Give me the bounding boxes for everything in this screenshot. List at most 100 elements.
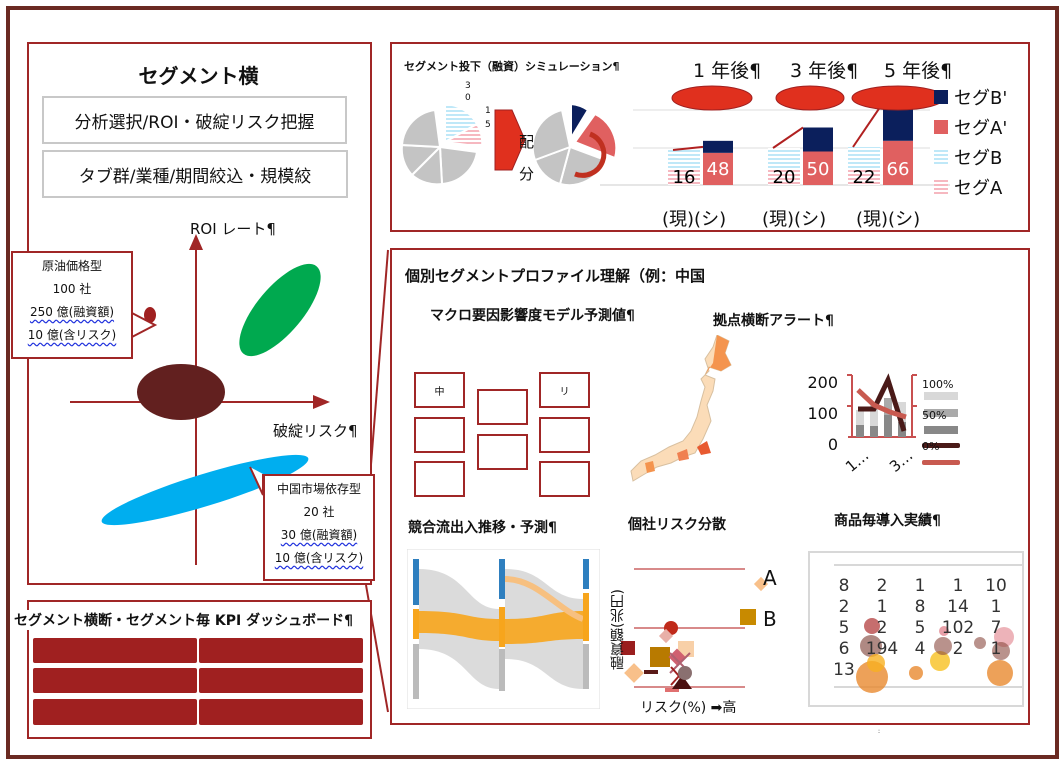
simulation-legend: セグB' セグA' セグB セグA (934, 84, 1007, 204)
growth-line (672, 145, 704, 151)
macro-box[interactable] (477, 434, 528, 470)
alert-line-dark (858, 373, 907, 432)
macro-box-risk[interactable]: リ (539, 372, 590, 408)
segment-profile-title: 個別セグメントプロファイル理解（例：中国 (405, 267, 706, 285)
risk-x-label: リスク(%) ➡高 (640, 700, 737, 716)
kpi-dashboard-title: セグメント横断・セグメント毎 KPI ダッシュボード¶ (14, 610, 353, 630)
bar-labels-5y: (現)(シ) (856, 205, 920, 231)
macro-box-china[interactable]: 中 (414, 372, 465, 408)
pie-label-digit: 1 (485, 106, 491, 116)
callout-china-segment: 中国市場依存型 20 社 30 億(融資額) 10 億(含リスク) (263, 474, 375, 581)
product-number: 2 (877, 618, 888, 638)
callout-china-name: 中国市場依存型 (276, 482, 361, 496)
bar-sim-segA[interactable] (703, 152, 733, 185)
risk-legend-b: B (763, 607, 777, 631)
product-number: 10 (985, 576, 1007, 596)
kpi-tile-5[interactable] (33, 699, 197, 725)
competitor-flow-sankey[interactable] (407, 549, 600, 709)
product-number: 102 (942, 618, 974, 638)
kpi-tile-4[interactable] (199, 668, 363, 693)
macro-box[interactable] (414, 417, 465, 453)
segment-bubble-oil[interactable] (144, 307, 156, 323)
simulation-title: セグメント投下（融資）シミュレーション¶ (404, 60, 620, 73)
product-number: 2 (953, 639, 964, 659)
roi-risk-plot (70, 234, 335, 565)
bar-current-segB[interactable] (768, 148, 800, 170)
bar-sim-segB[interactable] (703, 140, 733, 153)
period-label-1y: 1 年後¶ (693, 60, 762, 82)
bar-value-sim: 66 (887, 159, 910, 180)
alert-chart (847, 373, 960, 465)
risk-y-label: 融資額(兆円) (610, 589, 626, 671)
product-number: 1 (915, 576, 926, 596)
bar-value-current: 16 (673, 167, 696, 188)
filter-button[interactable]: タブ群/業種/期間絞込・規模絞 (42, 150, 348, 198)
bar-label-current: (現) (662, 209, 695, 230)
kpi-tile-1[interactable] (33, 638, 197, 663)
segment-bubble-green[interactable] (226, 252, 335, 369)
bar-current-segB[interactable] (848, 147, 880, 170)
product-number: 5 (839, 618, 850, 638)
product-number: 2 (877, 576, 888, 596)
tick-label: 0% (922, 440, 940, 453)
callout-china-companies: 20 社 (303, 505, 335, 519)
slide-frame (6, 6, 1059, 759)
bar-sim-segA[interactable] (883, 140, 913, 185)
legend-item: セグA (934, 174, 1007, 204)
risk-legend-a: A (763, 566, 777, 590)
allocate-char: 分 (519, 165, 535, 183)
alert-right-ticks: 100%50%0% (922, 369, 953, 462)
legend-label: セグA' (954, 118, 1008, 139)
bar-sim-segA[interactable] (803, 151, 833, 186)
bar-value-current: 22 (853, 167, 876, 188)
kpi-tile-2[interactable] (199, 638, 363, 663)
bar-current-segA[interactable] (668, 170, 700, 185)
product-number: 194 (866, 639, 898, 659)
bar-current-segA[interactable] (768, 170, 800, 185)
kpi-tile-6[interactable] (199, 699, 363, 725)
kpi-tile-3[interactable] (33, 668, 197, 693)
pie-before (400, 102, 484, 186)
product-number: 4 (915, 639, 926, 659)
risk-title: 個社リスク分散 (628, 517, 726, 533)
bar-current-segB[interactable] (668, 150, 700, 170)
risk-scatter[interactable] (615, 555, 795, 695)
x-axis-arrow-icon (313, 395, 330, 409)
product-number: 7 (991, 618, 1002, 638)
segment-bubble-brown[interactable] (137, 364, 225, 420)
bar-value-current: 20 (773, 167, 796, 188)
y-axis-label: ROI レート¶ (190, 220, 276, 238)
japan-map[interactable] (625, 335, 735, 485)
callout-china-loan: 30 億(融資額) (280, 528, 358, 542)
macro-box[interactable] (539, 461, 590, 497)
tick-label: 50% (922, 409, 947, 422)
bar-sim-segB[interactable] (803, 127, 833, 152)
macro-box[interactable] (414, 461, 465, 497)
product-number: 6 (839, 639, 850, 659)
legend-item: セグB (934, 144, 1007, 174)
product-number: 13 (833, 660, 855, 680)
pie-label-digit: 3 (465, 81, 471, 91)
bar-labels-1y: (現)(シ) (662, 205, 726, 231)
tick-label: 100 (807, 404, 838, 423)
period-ellipses (671, 85, 945, 111)
macro-box[interactable] (477, 389, 528, 425)
bar-current-segA[interactable] (848, 170, 880, 185)
legend-item: セグB' (934, 84, 1007, 114)
product-number: 1 (953, 576, 964, 596)
macro-box[interactable] (539, 417, 590, 453)
alert-line-red (856, 388, 907, 420)
legend-swatch (934, 120, 948, 134)
allocate-label: 配分 (519, 126, 534, 190)
legend-swatch (934, 150, 948, 164)
period-label-3y: 3 年後¶ (790, 60, 859, 82)
bar-label-current: (現) (856, 209, 889, 230)
analysis-select-button[interactable]: 分析選択/ROI・破綻リスク把握 (42, 96, 347, 144)
bar-label-current: (現) (762, 209, 795, 230)
product-number: 8 (915, 597, 926, 617)
product-number: 1 (991, 597, 1002, 617)
